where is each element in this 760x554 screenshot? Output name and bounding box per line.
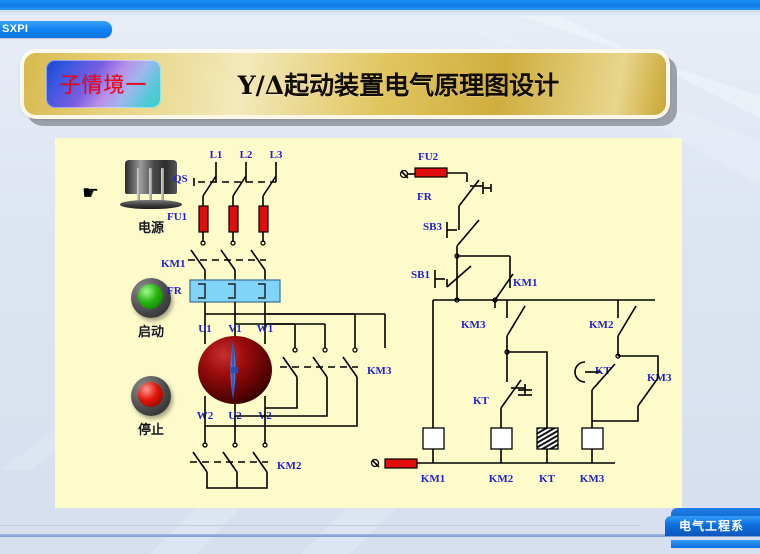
control-circuit: FU2 FR SB3 [370,151,672,485]
device-power-source-label: 电源 [137,221,164,236]
device-stop-lamp[interactable]: 停止 [103,376,199,438]
plug-icon: ☛ [82,160,182,214]
coil-km3 [581,427,604,450]
plug-base [120,200,182,209]
label-sb1: SB1 [411,269,430,281]
phase-label-l3: L3 [270,149,283,161]
device-start-lamp-label: 启动 [137,325,164,340]
star-contactor-km2-contacts: KM2 [190,408,302,489]
phase-label-l1: L1 [210,149,223,161]
main-power-circuit: L1 L2 L3 QS FU1 [161,149,392,489]
label-fu1: FU1 [167,211,187,223]
title-bar-inner: 子情境一 Y/Δ起动装置电气原理图设计 [24,53,666,115]
lamp-lens-red [138,382,163,407]
label-km3-parallel: KM3 [647,372,672,384]
label-qs: QS [173,173,188,185]
fuse-fu1-l3 [258,205,269,233]
title-bar: 子情境一 Y/Δ起动装置电气原理图设计 [20,49,670,119]
coil-label-km2: KM2 [489,473,514,485]
label-fr-main: FR [167,285,183,297]
coil-km1 [422,427,445,450]
green-indicator-lamp-icon [131,278,171,318]
plug-pin-3 [161,168,164,202]
label-km2-main: KM2 [277,460,302,472]
pointing-hand-icon: ☛ [82,183,100,204]
plug-pin-1 [137,168,140,202]
motor-terminal-u1: U1 [198,323,211,335]
top-accent-bar [0,0,760,10]
phase-label-l2: L2 [240,149,253,161]
label-km3-main: KM3 [367,365,392,377]
label-km1-holding: KM1 [513,277,537,289]
delta-contactor-km3-contacts: KM3 [265,314,392,402]
device-power-source: ☛ 电源 [82,160,199,236]
fuse-fu2 [414,167,448,178]
plug-pin-2 [149,168,152,202]
motor-terminal-v1: V1 [228,323,241,335]
coil-kt [536,427,559,450]
red-indicator-lamp-icon [131,376,171,416]
fuse-fu1-l1 [198,205,209,233]
label-kt-contact-right: KT [595,365,612,377]
sub-scenario-badge: 子情境一 [46,60,161,108]
device-start-lamp[interactable]: 启动 [103,278,199,340]
sub-scenario-badge-label: 子情境一 [59,73,148,97]
footer-divider [0,525,640,526]
footer-accent-rule [0,534,760,537]
coil-label-km1: KM1 [421,473,445,485]
three-phase-motor [198,334,272,416]
coil-label-km3: KM3 [580,473,605,485]
label-fu2: FU2 [418,151,439,163]
org-tab-sxpi[interactable]: SXPI [0,21,112,38]
label-km1-main: KM1 [161,258,185,270]
label-km2-interlock: KM2 [589,319,614,331]
department-badge-cap [671,540,760,548]
label-fr-control: FR [417,191,433,203]
top-accent-bar-secondary [0,10,760,16]
coil-km2 [490,427,513,450]
fuse-fu1-l2 [228,205,239,233]
motor-terminal-w1: W1 [257,323,274,335]
lamp-lens-green [138,284,163,309]
fuse-fu2-return [384,458,418,469]
label-km3-interlock: KM3 [461,319,486,331]
label-kt-contact-left: KT [473,395,490,407]
label-sb3: SB3 [423,221,442,233]
coil-label-kt: KT [539,473,556,485]
device-stop-lamp-label: 停止 [137,423,164,438]
schematic-canvas: ☛ 电源 启动 停止 [55,138,682,508]
department-badge: 电气工程系 [665,516,760,536]
page-title: Y/Δ起动装置电气原理图设计 [237,71,560,100]
electrical-schematic: L1 L2 L3 QS FU1 [161,149,672,489]
